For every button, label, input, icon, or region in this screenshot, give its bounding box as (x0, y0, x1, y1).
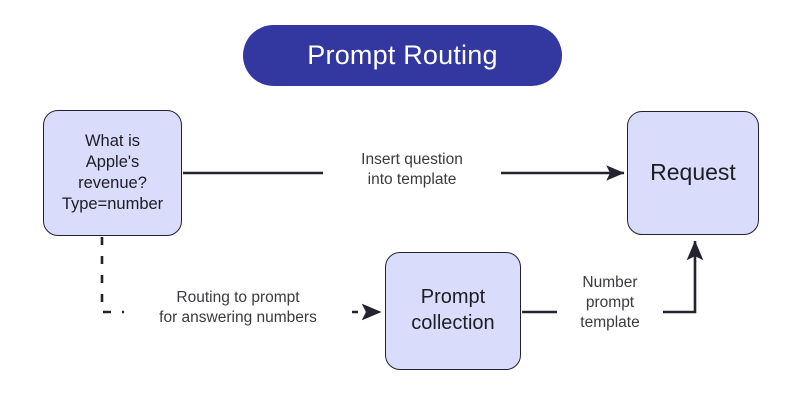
routing-label: Routing to prompt for answering numbers (124, 286, 352, 331)
prompt-collection-node[interactable]: Prompt collection (385, 252, 521, 370)
page-title: Prompt Routing (243, 25, 562, 86)
connector-routing (100, 237, 382, 321)
number-template-label: Number prompt template (557, 271, 663, 336)
request-node[interactable]: Request (627, 111, 759, 235)
page-title-text: Prompt Routing (307, 40, 498, 70)
question-node[interactable]: What is Apple's revenue? Type=number (43, 110, 182, 236)
insert-question-label: Insert question into template (323, 148, 501, 193)
